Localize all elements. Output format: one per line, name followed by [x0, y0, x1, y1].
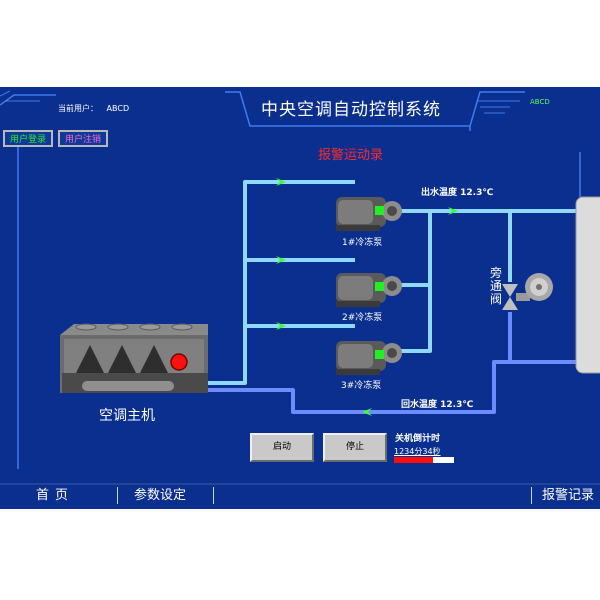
- piping-diagram: [0, 90, 600, 485]
- return-water-temperature: 回水温度 12.3℃: [401, 400, 474, 410]
- terminal-unit: [575, 196, 600, 374]
- nav-divider: [531, 487, 532, 504]
- shutdown-timer-bar: [394, 457, 454, 463]
- current-user: 当前用户： ABCD: [58, 103, 135, 114]
- shutdown-timer-fill: [394, 457, 433, 463]
- pump-2: [336, 273, 402, 307]
- pump-3-label: 3#冷冻泵: [341, 381, 382, 391]
- nav-divider: [213, 487, 214, 504]
- corner-tag: ABCD: [530, 98, 550, 106]
- stop-button[interactable]: 停止: [323, 433, 387, 462]
- current-user-label: 当前用户：: [58, 104, 98, 113]
- pump-3-status-light: [375, 350, 384, 359]
- shutdown-timer-value: 1234分34秒: [394, 447, 441, 456]
- chiller-unit: [60, 323, 208, 393]
- user-login-button[interactable]: 用户登录: [3, 130, 53, 147]
- pump-1-label: 1#冷冻泵: [342, 238, 383, 248]
- alarm-title[interactable]: 报警运动录: [318, 148, 384, 163]
- nav-parameter-settings[interactable]: 参数设定: [134, 488, 187, 503]
- supply-water-temperature: 出水温度 12.3℃: [421, 188, 494, 198]
- chiller-status-light: [170, 353, 188, 371]
- page-title: 中央空调自动控制系统: [261, 100, 441, 120]
- nav-home[interactable]: 首页: [36, 488, 75, 503]
- bypass-valve-label: 旁通阀: [490, 266, 503, 306]
- shutdown-timer-title: 关机倒计时: [395, 434, 441, 444]
- current-user-name: ABCD: [106, 104, 130, 113]
- user-logout-button[interactable]: 用户注销: [58, 130, 108, 147]
- scada-screen: 中央空调自动控制系统 当前用户： ABCD ABCD 用户登录 用户注销 报警运…: [0, 87, 600, 509]
- start-button[interactable]: 启动: [250, 433, 314, 462]
- pump-2-label: 2#冷冻泵: [342, 313, 383, 323]
- bypass-valve-icon: [502, 273, 553, 310]
- chiller-label: 空调主机: [99, 408, 155, 424]
- pump-1: [336, 197, 402, 231]
- pump-2-status-light: [375, 282, 384, 291]
- nav-divider: [117, 487, 118, 504]
- nav-alarm-log[interactable]: 报警记录: [542, 488, 595, 503]
- pump-1-status-light: [375, 206, 384, 215]
- pump-3: [336, 341, 402, 375]
